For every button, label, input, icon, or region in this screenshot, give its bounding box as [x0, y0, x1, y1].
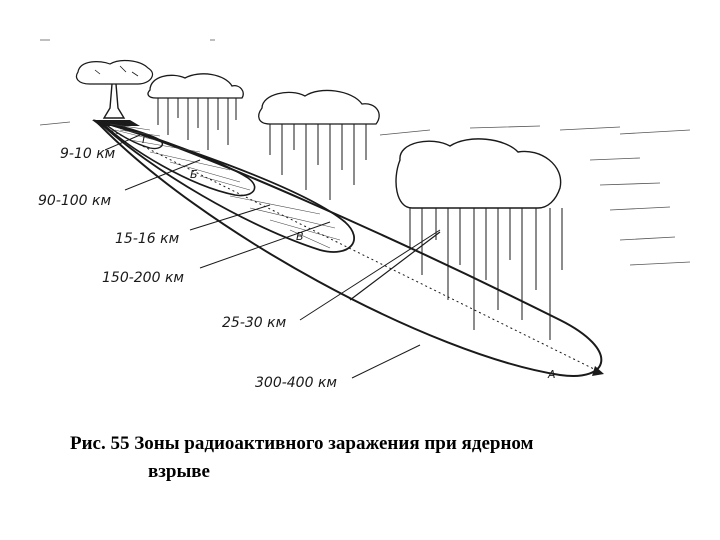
- width-arrow: [349, 231, 441, 301]
- zone-a-label: А: [547, 368, 556, 381]
- label-90-100km: 90-100 км: [38, 193, 111, 209]
- fallout-cloud-3: [395, 138, 563, 340]
- label-15-16km: 15-16 км: [115, 231, 180, 247]
- mushroom-cloud: [75, 59, 153, 119]
- length-arrow: [97, 123, 601, 373]
- zone-v-ellipse: [99, 120, 256, 197]
- label-25-30km: 25-30 км: [222, 315, 287, 331]
- zone-a-ellipse: [92, 119, 603, 377]
- zone-hatching: [109, 123, 341, 249]
- horizon-hatching: [39, 39, 691, 266]
- zone-g-label: Г: [142, 133, 149, 146]
- label-300-400km: 300-400 км: [255, 375, 337, 391]
- fallout-cloud-2: [258, 89, 380, 200]
- fallout-cloud-1: [147, 73, 244, 150]
- figure-caption: Рис. 55 Зоны радиоактивного заражения пр…: [70, 430, 690, 486]
- leader-lines: [104, 134, 441, 379]
- zone-b2-label: В: [296, 230, 304, 243]
- contamination-zones-drawing: 9-10 км 90-100 км 15-16 км 150-200 км 25…: [38, 39, 691, 391]
- label-9-10km: 9-10 км: [60, 146, 116, 162]
- caption-line-2: взрыве: [148, 461, 210, 482]
- caption-line-1: Рис. 55 Зоны радиоактивного заражения пр…: [70, 433, 534, 454]
- zone-b1-label: Б: [190, 168, 198, 181]
- label-150-200km: 150-200 км: [102, 270, 184, 286]
